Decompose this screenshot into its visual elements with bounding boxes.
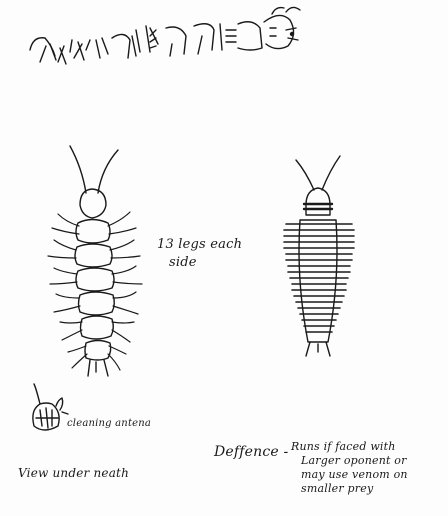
underside-view-centipede	[284, 156, 354, 356]
antenna-detail-sketch	[33, 384, 68, 430]
defence-line-3: may use venom on	[291, 468, 408, 482]
defence-body: Runs if faced with Larger oponent or may…	[291, 440, 408, 496]
side-view-centipede	[30, 7, 300, 64]
legs-note-line1: 13 legs each	[157, 236, 242, 254]
antenna-note: cleaning antena	[67, 418, 151, 429]
legs-count-note: 13 legs each side	[157, 236, 242, 272]
defence-line-1: Runs if faced with	[291, 440, 408, 454]
legs-note-line2: side	[157, 254, 242, 272]
defence-title: Deffence -	[214, 444, 288, 460]
top-view-centipede	[48, 146, 142, 376]
defence-line-4: smaller prey	[291, 482, 408, 496]
underneath-view-note: View under neath	[18, 466, 129, 480]
defence-line-2: Larger oponent or	[291, 454, 408, 468]
